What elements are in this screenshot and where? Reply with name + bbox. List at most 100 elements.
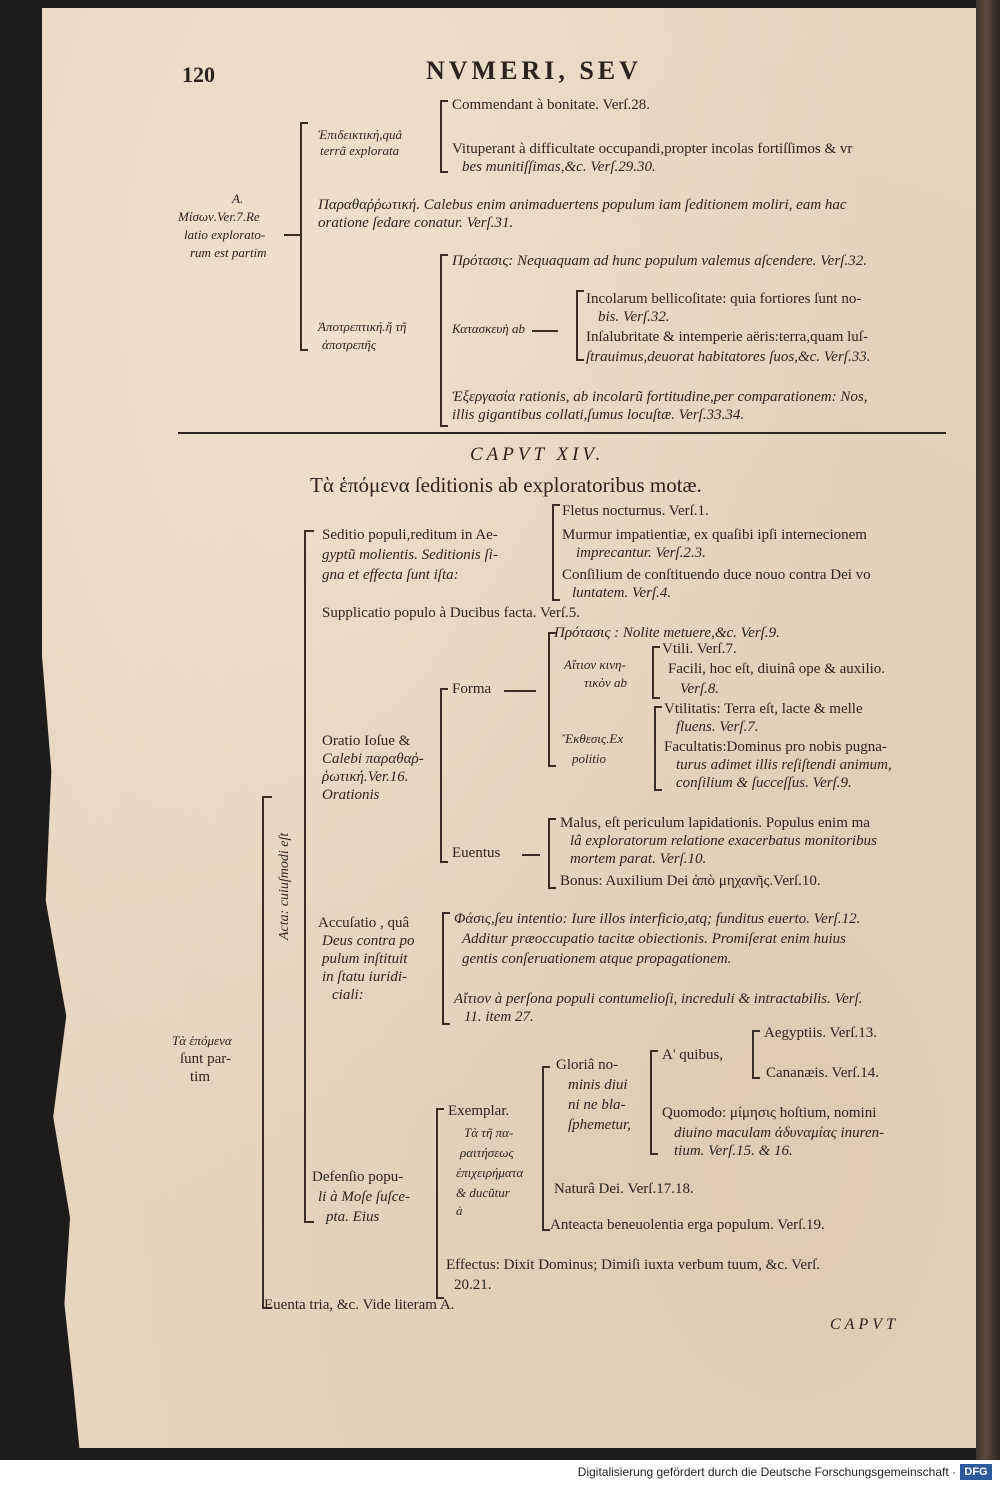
a-quibus-item: Cananæis. Verſ.14. — [766, 1065, 880, 1081]
accusatio-label: ciali: — [332, 987, 364, 1003]
chapter-subtitle: Τὰ ἑπόμενα ſeditionis ab exploratoribus … — [310, 473, 702, 497]
aition-brace — [652, 646, 654, 698]
exemplar-label: Exemplar. — [448, 1103, 510, 1119]
a-quibus-label: A' quibus, — [662, 1047, 724, 1063]
accusatio-label: in ſtatu iuridi- — [322, 969, 408, 985]
a-quibus-brace-bottom — [752, 1077, 760, 1079]
accusatio-label: Accuſatio , quâ — [318, 915, 410, 931]
quomodo-text: tium. Verſ.15. & 16. — [674, 1143, 793, 1159]
seditio-item: Murmur impatientiæ, ex quaſibi ipſi inte… — [562, 527, 867, 543]
accusatio-brace — [442, 912, 444, 1024]
part-b-root-line: ſunt par- — [180, 1051, 231, 1067]
exthesis-item: Facultatis:Dominus pro nobis pugna- — [664, 739, 887, 755]
eventus-item: Bonus: Auxilium Dei ἀπὸ μηχανῆς.Verſ.10. — [560, 873, 821, 889]
defensio-brace — [436, 1108, 438, 1298]
kataskeue-brace-bottom — [576, 359, 584, 361]
forma-label: Forma — [452, 681, 492, 697]
b3-label: Ἀποτρεπτική.ἤ τῆ — [318, 319, 407, 334]
gloria-brace — [650, 1050, 652, 1154]
eventus-arrow — [522, 854, 540, 856]
accusatio-item: Αἴτιον à perſona populi contumelioſi, in… — [454, 991, 863, 1007]
funding-credit: Digitalisierung gefördert durch die Deut… — [577, 1465, 956, 1479]
a-quibus-brace-top — [752, 1030, 760, 1032]
chapter-heading: CAPVT XIV. — [470, 444, 605, 465]
oratio-label: Orationis — [322, 787, 380, 803]
seditio-item: Fletus nocturnus. Verſ.1. — [562, 503, 709, 519]
oratio-brace — [440, 688, 442, 862]
forma-brace-bottom — [548, 765, 556, 767]
accusatio-item: gentis conſeruationem atque propagatione… — [462, 951, 732, 967]
quomodo-text: diuino maculam ἀδυναμίας inuren- — [674, 1125, 885, 1141]
root-brace-tip — [284, 234, 300, 236]
defensio-brace-top — [436, 1108, 444, 1110]
seditio-label: gyptũ molientis. Seditionis ſi- — [322, 547, 498, 563]
part-b-root-line: tim — [190, 1069, 211, 1085]
eventus-item: lâ exploratorum relatione exacerbatus mo… — [570, 833, 877, 849]
running-title: NVMERI, SEV — [426, 56, 642, 85]
forma-arrow — [504, 690, 536, 692]
natura-text: Naturâ Dei. Verſ.17.18. — [554, 1181, 694, 1197]
acta-brace-top — [304, 530, 314, 532]
gloria-brace-bottom — [650, 1153, 658, 1155]
aition-brace-top — [652, 646, 660, 648]
exthesis-label: politio — [572, 751, 606, 766]
oratio-brace-top — [440, 688, 448, 690]
seditio-item: Conſilium de conſtituendo duce nouo cont… — [562, 567, 871, 583]
part-a-root-line: Μίσων.Ver.7.Re — [178, 209, 260, 224]
kataskeue-item: bis. Verſ.32. — [598, 309, 670, 325]
seditio-brace-top — [552, 504, 560, 506]
part-b-root-brace-bottom — [262, 1307, 272, 1309]
forma-brace — [548, 632, 550, 766]
b3-ergasia: illis gigantibus collati,ſumus locuſtæ. … — [452, 407, 745, 423]
exthesis-item: Vtilitatis: Terra eſt, lacte & melle — [664, 701, 863, 717]
supplicatio-text: Supplicatio populo à Ducibus facta. Verſ… — [322, 605, 581, 621]
b2-text: Παραθαῤῥωτική. Calebus enim animaduerten… — [318, 197, 847, 213]
aition-label: τικὸν ab — [584, 675, 628, 690]
exthesis-brace-bottom — [654, 789, 662, 791]
defensio-label: Defenſio popu- — [312, 1169, 404, 1185]
part-b-root-brace — [262, 796, 264, 1308]
seditio-label: Seditio populi,reditum in Ae- — [322, 527, 498, 543]
aition-item: Facili, hoc eſt, diuinâ ope & auxilio. — [668, 661, 886, 677]
b3-brace-top — [440, 254, 448, 256]
b3-brace-bottom — [440, 425, 448, 427]
acta-brace — [304, 530, 306, 1222]
kataskeue-brace-top — [576, 290, 584, 292]
forma-brace-top — [548, 632, 556, 634]
defensio-label: pta. Eius — [326, 1209, 380, 1225]
exthesis-item: fluens. Verſ.7. — [676, 719, 759, 735]
digitization-footer: Digitalisierung gefördert durch die Deut… — [0, 1460, 1000, 1485]
b3-label: ἀποτρεπῆς — [322, 337, 377, 352]
exthesis-brace — [654, 706, 656, 790]
seditio-item: imprecantur. Verſ.2.3. — [576, 545, 706, 561]
gloria-label: ni ne bla- — [568, 1097, 626, 1113]
eventa-text: Euenta tria, &c. Vide literam A. — [264, 1297, 455, 1313]
accusatio-brace-bottom — [442, 1023, 450, 1025]
b1-brace-bottom — [440, 171, 448, 173]
seditio-brace-bottom — [552, 599, 560, 601]
exemplar-label: & ducũtur — [456, 1185, 510, 1200]
acta-brace-bottom — [304, 1221, 314, 1223]
exemplar-label: ραιτήσεως — [460, 1145, 514, 1160]
b3-brace — [440, 254, 442, 426]
b1-label: terrã explorata — [320, 143, 400, 158]
aition-brace-bottom — [652, 697, 660, 699]
catchword: CAPVT — [830, 1316, 899, 1333]
exthesis-item: conſilium & ſucceſſus. Verſ.9. — [676, 775, 852, 791]
part-a-root-line: A. — [232, 191, 244, 206]
b1-brace-top — [440, 100, 448, 102]
b3-kataskeue: Κατασκευὴ ab — [452, 321, 526, 336]
aition-item: Vtili. Verſ.7. — [662, 641, 737, 657]
eventus-item: mortem parat. Verſ.10. — [570, 851, 707, 867]
root-brace-bottom — [300, 349, 308, 351]
accusatio-item: Additur præoccupatio tacitæ obiectionis.… — [462, 931, 847, 947]
b1-item: Commendant à bonitate. Verſ.28. — [452, 97, 651, 113]
part-a-root-line: rum est partim — [190, 245, 267, 260]
exemplar-brace — [542, 1066, 544, 1230]
exemplar-brace-bottom — [542, 1229, 550, 1231]
gloria-label: ſphemetur, — [568, 1117, 631, 1133]
eventus-brace-top — [548, 818, 556, 820]
eventus-label: Euentus — [452, 845, 501, 861]
accusatio-brace-top — [442, 912, 450, 914]
book-page — [42, 8, 976, 1448]
